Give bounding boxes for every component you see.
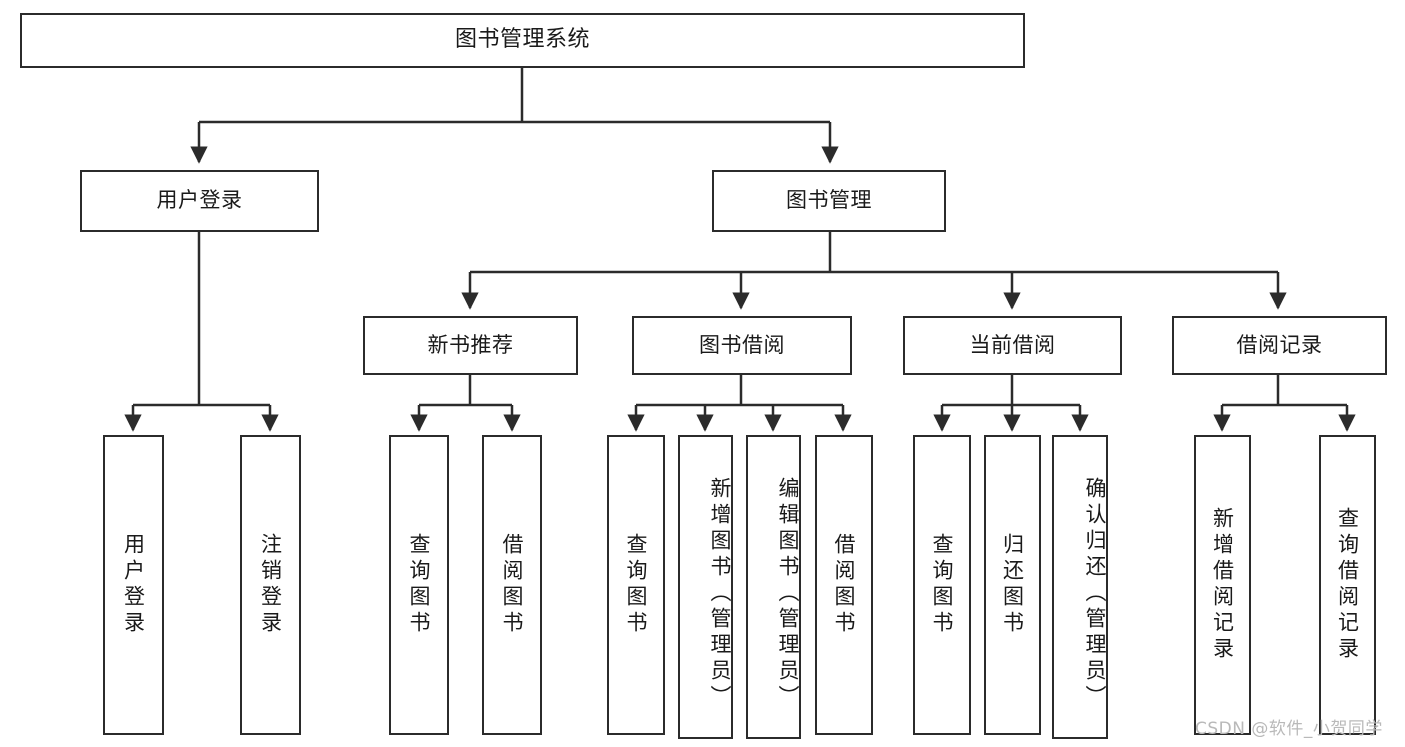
node-label: 图书借阅 bbox=[699, 332, 785, 357]
node-label: 查询图书 bbox=[407, 533, 432, 637]
node-book-management[interactable]: 图书管理 bbox=[712, 170, 946, 232]
node-label: 确认归还（管理员） bbox=[1083, 477, 1107, 711]
leaf-user-login[interactable]: 用户登录 bbox=[103, 435, 164, 735]
node-label: 查询图书 bbox=[624, 533, 649, 637]
node-root-system[interactable]: 图书管理系统 bbox=[20, 13, 1025, 68]
node-label: 借阅图书 bbox=[500, 533, 525, 637]
node-new-book-recommend[interactable]: 新书推荐 bbox=[363, 316, 578, 375]
leaf-borrow-book[interactable]: 借阅图书 bbox=[815, 435, 873, 735]
node-user-login[interactable]: 用户登录 bbox=[80, 170, 319, 232]
leaf-add-borrow-record[interactable]: 新增借阅记录 bbox=[1194, 435, 1251, 735]
node-label: 当前借阅 bbox=[969, 332, 1056, 357]
leaf-edit-book-admin[interactable]: 编辑图书（管理员） bbox=[746, 435, 801, 739]
node-label: 查询图书 bbox=[930, 533, 955, 637]
leaf-query-borrow-record[interactable]: 查询借阅记录 bbox=[1319, 435, 1376, 735]
csdn-watermark: CSDN @软件_小贺同学 bbox=[1195, 719, 1383, 739]
node-label: 借阅图书 bbox=[832, 533, 857, 637]
leaf-query-book-current[interactable]: 查询图书 bbox=[913, 435, 971, 735]
node-label: 图书管理系统 bbox=[454, 27, 590, 53]
leaf-confirm-return-admin[interactable]: 确认归还（管理员） bbox=[1052, 435, 1108, 739]
node-label: 新增图书（管理员） bbox=[708, 477, 732, 711]
node-label: 借阅记录 bbox=[1236, 332, 1323, 357]
leaf-query-book-borrow[interactable]: 查询图书 bbox=[607, 435, 665, 735]
leaf-query-book-new[interactable]: 查询图书 bbox=[389, 435, 449, 735]
leaf-borrow-book-new[interactable]: 借阅图书 bbox=[482, 435, 542, 735]
leaf-return-book[interactable]: 归还图书 bbox=[984, 435, 1041, 735]
node-label: 新书推荐 bbox=[427, 332, 514, 357]
node-borrow-record[interactable]: 借阅记录 bbox=[1172, 316, 1387, 375]
node-label: 归还图书 bbox=[1000, 533, 1025, 637]
node-label: 注销登录 bbox=[258, 533, 283, 637]
node-label: 新增借阅记录 bbox=[1210, 507, 1235, 663]
leaf-add-book-admin[interactable]: 新增图书（管理员） bbox=[678, 435, 733, 739]
node-current-borrow[interactable]: 当前借阅 bbox=[903, 316, 1122, 375]
node-label: 查询借阅记录 bbox=[1335, 507, 1360, 663]
leaf-logout[interactable]: 注销登录 bbox=[240, 435, 301, 735]
node-label: 用户登录 bbox=[121, 533, 146, 637]
node-label: 用户登录 bbox=[156, 188, 243, 213]
node-book-borrow[interactable]: 图书借阅 bbox=[632, 316, 852, 375]
node-label: 编辑图书（管理员） bbox=[776, 477, 800, 711]
node-label: 图书管理 bbox=[786, 188, 872, 213]
